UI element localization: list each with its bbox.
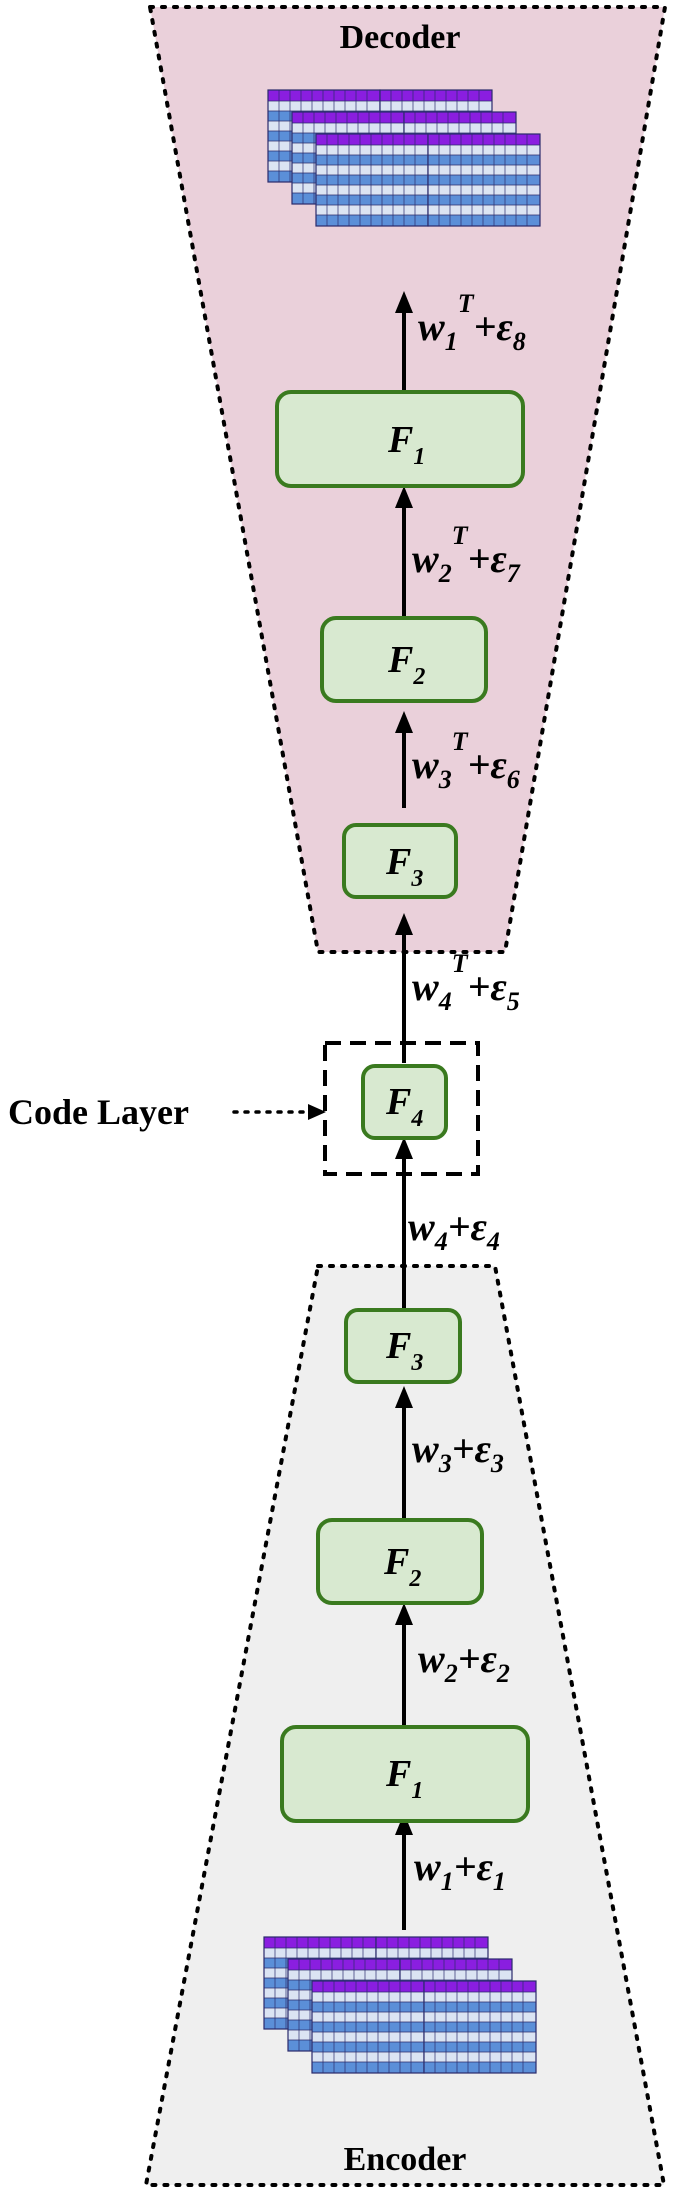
svg-text:w3+ε3: w3+ε3 <box>412 1426 504 1478</box>
block-enc-f2: F2 <box>316 1518 484 1605</box>
svg-text:F4: F4 <box>385 1081 423 1132</box>
arrows <box>395 291 413 1930</box>
decoder-title: Decoder <box>340 19 461 56</box>
code-layer-pointer-head <box>308 1104 326 1120</box>
arrowhead-e6 <box>395 711 413 733</box>
svg-text:w4+ε4: w4+ε4 <box>408 1204 500 1256</box>
block-dec-f2: F2 <box>320 616 488 703</box>
edge-label-e6: w3T+ε6 <box>412 727 520 794</box>
svg-text:w2+ε2: w2+ε2 <box>418 1636 510 1688</box>
code-layer-label: Code Layer <box>8 1092 189 1132</box>
svg-text:w1+ε1: w1+ε1 <box>414 1844 506 1896</box>
svg-text:F3: F3 <box>385 841 423 892</box>
edge-label-e7: w2T+ε7 <box>412 521 521 588</box>
arrowhead-e1 <box>395 1813 413 1835</box>
code-layer-box <box>323 1041 480 1176</box>
edge-label-e4: w4+ε4 <box>408 1204 500 1256</box>
arrowhead-e2 <box>395 1603 413 1625</box>
svg-text:F2: F2 <box>383 1541 421 1592</box>
edge-label-e3: w3+ε3 <box>412 1426 504 1478</box>
encoder-title: Encoder <box>344 2141 467 2178</box>
arrowhead-e4 <box>395 1137 413 1159</box>
edge-label-e2: w2+ε2 <box>418 1636 510 1688</box>
block-enc-f1: F1 <box>280 1725 530 1823</box>
svg-text:F1: F1 <box>387 419 425 470</box>
svg-text:F2: F2 <box>387 639 425 690</box>
block-dec-f1: F1 <box>275 390 525 488</box>
svg-text:F1: F1 <box>385 1753 423 1804</box>
edge-label-e5: w4T+ε5 <box>412 949 520 1016</box>
block-dec-f3: F3 <box>342 823 458 899</box>
svg-text:w4T+ε5: w4T+ε5 <box>412 949 520 1016</box>
edge-label-e1: w1+ε1 <box>414 1844 506 1896</box>
arrowhead-e3 <box>395 1386 413 1408</box>
arrowhead-e8 <box>395 291 413 313</box>
code-layer: Code Layer <box>8 1041 480 1176</box>
arrowhead-e7 <box>395 486 413 508</box>
block-code-f4: F4 <box>361 1064 448 1140</box>
svg-text:w1T+ε8: w1T+ε8 <box>418 289 526 356</box>
svg-text:F3: F3 <box>385 1325 423 1376</box>
block-enc-f3: F3 <box>344 1308 462 1384</box>
svg-text:w2T+ε7: w2T+ε7 <box>412 521 521 588</box>
svg-text:w3T+ε6: w3T+ε6 <box>412 727 520 794</box>
arrowhead-e5 <box>395 913 413 935</box>
edge-label-e8: w1T+ε8 <box>418 289 526 356</box>
